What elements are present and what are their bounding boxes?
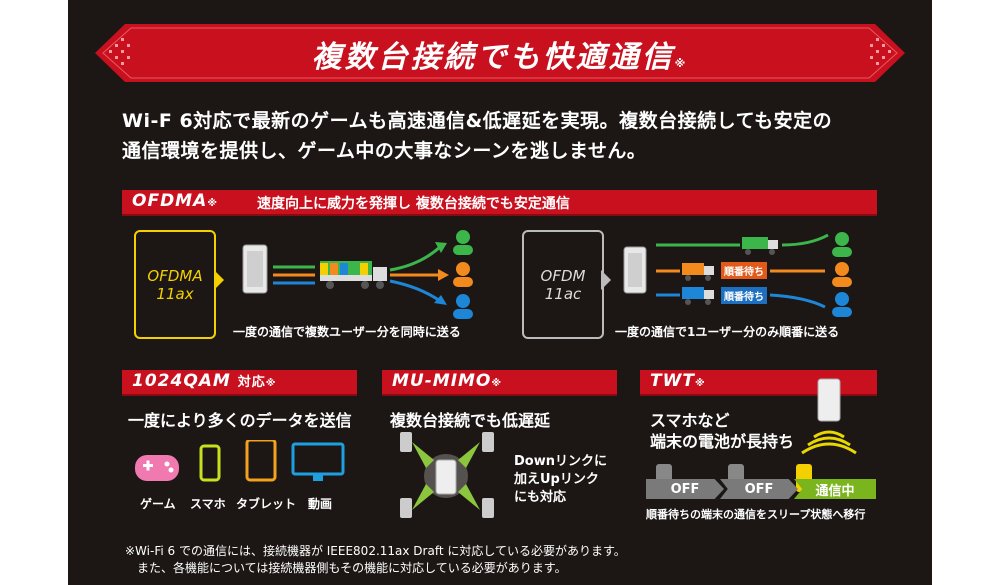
twt-state-active: 通信中 (794, 479, 876, 499)
intro-line-2: 通信環境を提供し、ゲーム中の大事なシーンを逃しません。 (122, 140, 647, 162)
device-video-label: 動画 (308, 497, 333, 511)
tablet-icon (245, 440, 277, 482)
mumimo-text-1: Downリンクに (514, 454, 607, 469)
twt-line-2: 端末の電池が長持ち (650, 432, 795, 451)
gamepad-icon (135, 455, 179, 481)
qam-header: 1024QAM 対応※ (122, 370, 357, 396)
box-pointer-2 (601, 270, 611, 290)
device-tablet-label: タブレット (236, 497, 297, 511)
mumimo-diagram (400, 432, 494, 518)
monitor-icon (291, 442, 345, 481)
twt-line-1: スマホなど (650, 411, 730, 430)
smartphone-icon (199, 444, 221, 482)
mumimo-subtitle: 複数台接続でも低遅延 (390, 411, 551, 430)
ofdma-caption: 一度の通信で複数ユーザー分を同時に送る (233, 325, 461, 339)
footnote-2: また、各機能については接続機器側もその機能に対応している必要があります。 (125, 561, 567, 575)
mumimo-text-3: にも対応 (514, 490, 567, 505)
ofdma-header: OFDMA※ 速度向上に威力を発揮し 複数台接続でも安定通信 (122, 190, 877, 216)
mumimo-tag: MU-MIMO※ (392, 371, 503, 391)
twt-tag: TWT※ (650, 371, 706, 391)
box-pointer (214, 270, 224, 290)
twt-state-off-1: OFF (646, 479, 724, 499)
wait-tag-orange: 順番待ち (721, 262, 767, 279)
qam-tag: 1024QAM 対応※ (132, 371, 277, 391)
ofdma-tag: OFDMA※ (132, 191, 218, 211)
device-phone-label: スマホ (190, 497, 226, 511)
device-game-label: ゲーム (140, 497, 176, 511)
ofdma-diagram (242, 230, 473, 319)
qam-subtitle: 一度により多くのデータを送信 (128, 411, 352, 430)
mumimo-header: MU-MIMO※ (382, 370, 617, 396)
ofdm-diagram (623, 232, 852, 317)
ofdm-caption: 一度の通信で1ユーザー分のみ順番に送る (615, 325, 840, 339)
router-signal-icon (801, 378, 857, 455)
twt-state-off-2: OFF (720, 479, 798, 499)
page-title: 複数台接続でも快適通信※ (311, 40, 689, 75)
mumimo-text-2: 加えUpリンク (514, 472, 599, 487)
title-banner (95, 24, 905, 82)
ofdma-desc: 速度向上に威力を発揮し 複数台接続でも安定通信 (257, 196, 570, 212)
wait-tag-blue: 順番待ち (721, 287, 767, 304)
intro-line-1: Wi-F 6対応で最新のゲームも高速通信&低遅延を実現。複数台接続しても安定の (122, 110, 833, 132)
footnote-1: ※Wi-Fi 6 での通信には、接続機器が IEEE802.11ax Draft… (125, 544, 626, 558)
twt-caption: 順番待ちの端末の通信をスリープ状態へ移行 (646, 508, 866, 521)
device-icons (135, 440, 345, 482)
